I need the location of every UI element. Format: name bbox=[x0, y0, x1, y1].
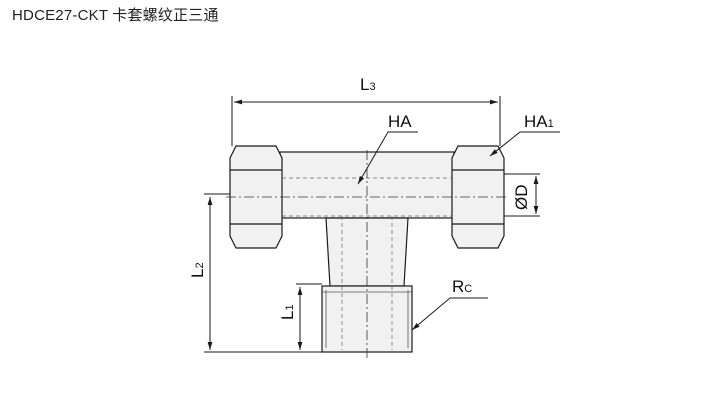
label-l1: L1 bbox=[278, 304, 297, 320]
label-l2: L2 bbox=[188, 262, 207, 278]
dim-l2 bbox=[204, 193, 322, 353]
label-od: ØD bbox=[512, 185, 531, 211]
fitting-body bbox=[229, 145, 505, 353]
label-l3: L3 bbox=[360, 75, 376, 94]
dim-od bbox=[504, 173, 540, 217]
label-ha1: HA1 bbox=[524, 112, 554, 131]
leader-ha bbox=[357, 131, 418, 185]
leader-rc bbox=[411, 297, 488, 331]
leaders bbox=[357, 131, 560, 331]
dim-l1 bbox=[296, 283, 322, 350]
leader-ha1 bbox=[489, 131, 560, 157]
label-ha: HA bbox=[388, 112, 412, 131]
page-title: HDCE27-CKT 卡套螺纹正三通 bbox=[12, 7, 219, 24]
hidden-lines bbox=[282, 177, 452, 350]
dim-l3 bbox=[231, 96, 501, 146]
center-lines bbox=[226, 150, 508, 358]
thread-marks bbox=[322, 290, 412, 348]
label-rc: RC bbox=[452, 277, 472, 296]
left-hex-nut bbox=[229, 145, 283, 249]
